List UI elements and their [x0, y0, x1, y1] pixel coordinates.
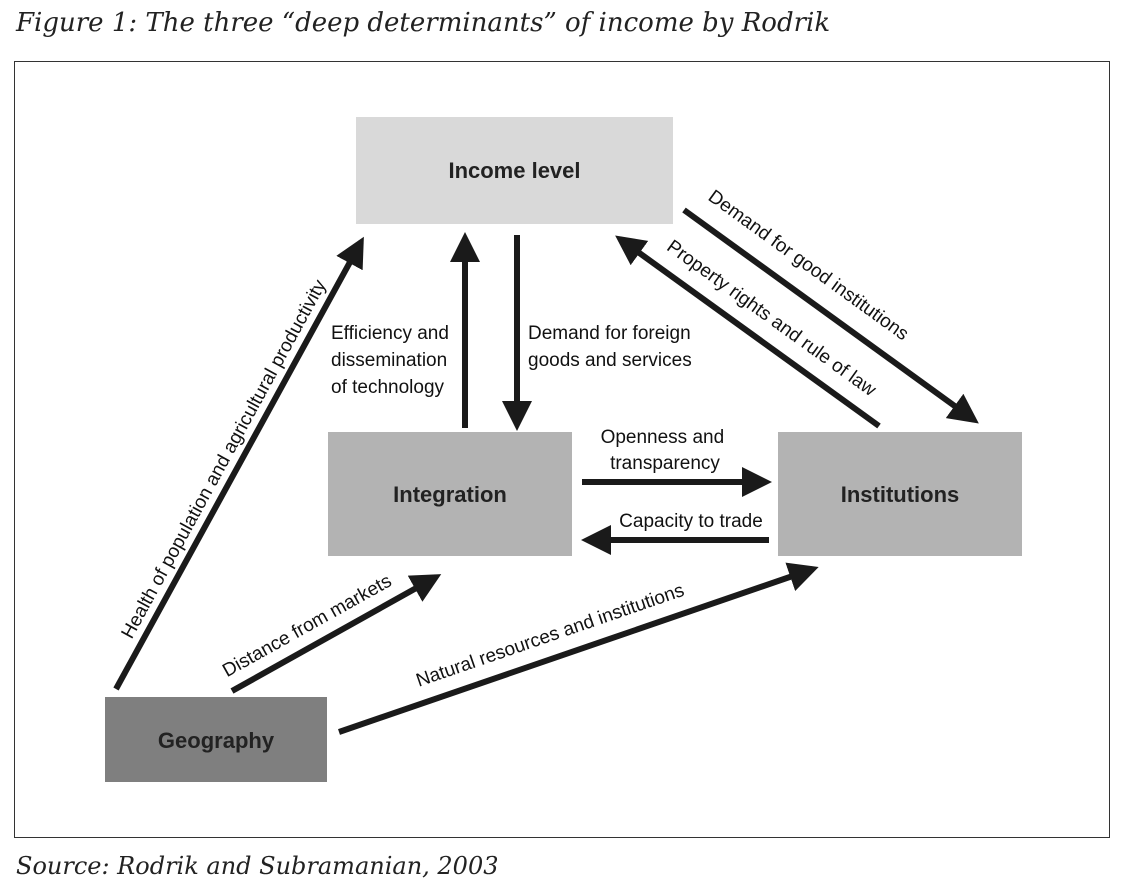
integration-node: Integration	[328, 432, 572, 556]
institutions-label: Institutions	[841, 482, 960, 507]
distance-from-markets-label: Distance from markets	[219, 571, 395, 682]
arrow-income-to-institutions	[682, 207, 979, 424]
natural-resources-label: Natural resources and institutions	[413, 580, 686, 692]
health-productivity-label: Health of population and agricultural pr…	[118, 276, 331, 642]
geography-label: Geography	[158, 728, 275, 753]
figure-source: Source: Rodrik and Subramanian, 2003	[16, 852, 499, 880]
property-rights-label: Property rights and rule of law	[663, 236, 880, 401]
arrow-geography-to-integration	[230, 574, 442, 694]
geography-node: Geography	[105, 697, 327, 782]
institutions-node: Institutions	[778, 432, 1022, 556]
figure-title: Figure 1: The three “deep determinants” …	[16, 8, 831, 38]
demand-foreign-goods-label: Demand for foreign goods and services	[528, 323, 696, 371]
openness-label: Openness and transparency	[601, 427, 730, 474]
income-level-node: Income level	[356, 117, 673, 224]
arrow-geography-to-income	[113, 236, 364, 691]
integration-label: Integration	[393, 482, 507, 507]
income-level-label: Income level	[448, 158, 580, 183]
arrow-geography-to-institutions	[338, 562, 819, 735]
arrow-institutions-to-income	[615, 235, 881, 429]
efficiency-label: Efficiency and dissemination of technolo…	[331, 323, 454, 398]
capacity-to-trade-label: Capacity to trade	[619, 511, 763, 532]
diagram-frame	[14, 61, 1110, 838]
